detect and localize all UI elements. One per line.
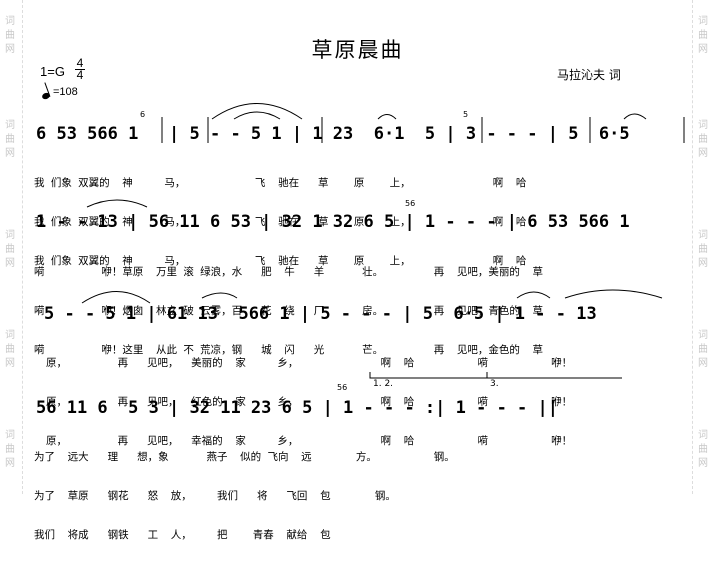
volta-label-2: 3. — [490, 379, 499, 389]
watermark-char: 网 — [698, 358, 708, 369]
notes-line-2: 1 - - 13 | 56 11 6 53 | 32 1 32 6 5 | 1 … — [36, 212, 630, 232]
watermark-char: 词 — [5, 430, 15, 441]
watermark-char: 网 — [698, 148, 708, 159]
slur — [377, 114, 397, 120]
grace-note-marker: 6 — [140, 110, 145, 119]
slur — [623, 113, 647, 120]
volta-bracket-2 — [486, 372, 622, 379]
watermark-char: 词 — [698, 120, 708, 131]
lyrics-line-3: 原， 再 见吧， 美丽的 家 乡， 啊 哈 嗬 咿！ 原， 再 见吧， 红色的 … — [46, 331, 572, 474]
lyrics-line-1: 我 们象 双翼的 神 马， 飞 驰在 草 原 上， 啊 哈 我 们象 双翼的 神… — [34, 151, 526, 294]
watermark-right: 词 曲 网 词 曲 网 词 曲 网 词 曲 网 词 曲 网 — [692, 0, 715, 494]
watermark-char: 网 — [698, 258, 708, 269]
slur — [201, 292, 238, 299]
lyric-verse-1: 为了 远大 理 想，象 燕子 似的 飞向 远 方。 钢。 — [34, 451, 455, 463]
watermark-char: 网 — [5, 148, 15, 159]
lyric-verse-1: 嗬 咿！草原 万里 滚 绿浪，水 肥 牛 羊 壮。 再 见吧，美丽的 草 — [34, 266, 544, 278]
grace-note-marker: 56 — [405, 199, 415, 208]
lyric-verse-1: 原， 再 见吧， 美丽的 家 乡， 啊 哈 嗬 咿！ — [46, 357, 573, 369]
slur — [81, 291, 151, 304]
slur — [564, 289, 663, 299]
lyric-verse-2: 我 们象 双翼的 神 马， 飞 驰在 草 原 上， 啊 哈 — [34, 216, 527, 228]
watermark-char: 曲 — [5, 444, 15, 455]
notes-line-4: 56 11 6 5 3 | 32 11 23 6 5 | 1 - - - :| … — [36, 398, 558, 418]
watermark-char: 网 — [698, 44, 708, 55]
slur — [86, 199, 148, 208]
volta-bracket-1 — [369, 372, 492, 379]
watermark-char: 曲 — [698, 244, 708, 255]
slur — [211, 103, 303, 120]
watermark-char: 网 — [5, 458, 15, 469]
lyric-verse-2: 原， 再 见吧， 红色的 家 乡， 啊 哈 嗬 咿！ — [46, 396, 573, 408]
watermark-char: 词 — [5, 230, 15, 241]
lyric-verse-3: 我 们象 双翼的 神 马， 飞 驰在 草 原 上， 啊 哈 — [34, 255, 527, 267]
lyric-verse-3: 我们 将成 钢铁 工 人， 把 青春 献给 包 — [34, 529, 331, 541]
watermark-char: 词 — [5, 330, 15, 341]
lyrics-line-2: 嗬 咿！草原 万里 滚 绿浪，水 肥 牛 羊 壮。 再 见吧，美丽的 草 嗬 咿… — [34, 240, 543, 383]
score-sheet: 草原晨曲 1=G 4 4 =108 马拉沁夫 词 6 53 566 1 | 5 … — [22, 0, 693, 541]
watermark-char: 网 — [5, 258, 15, 269]
watermark-char: 词 — [5, 16, 15, 27]
watermark-char: 词 — [698, 330, 708, 341]
watermark-char: 词 — [698, 430, 708, 441]
song-title: 草原晨曲 — [311, 38, 404, 62]
lyric-verse-3: 原， 再 见吧， 幸福的 家 乡， 啊 哈 嗬 咿！ — [46, 435, 573, 447]
watermark-char: 曲 — [5, 134, 15, 145]
watermark-char: 曲 — [5, 344, 15, 355]
time-top: 4 — [75, 56, 85, 70]
tempo-mark: =108 — [41, 82, 78, 101]
watermark-char: 曲 — [5, 30, 15, 41]
watermark-char: 词 — [698, 230, 708, 241]
volta-label-1: 1. 2. — [373, 379, 393, 389]
time-signature: 4 4 — [75, 56, 85, 82]
lyric-verse-1: 我 们象 双翼的 神 马， 飞 驰在 草 原 上， 啊 哈 — [34, 177, 527, 189]
slur — [516, 291, 551, 299]
lyricist: 马拉沁夫 词 — [557, 68, 621, 82]
key-signature: 1=G — [40, 64, 65, 79]
watermark-char: 词 — [5, 120, 15, 131]
lyric-verse-3: 嗬 咿！这里 从此 不 荒凉，钢 城 闪 光 芒。 再 见吧，金色的 草 — [34, 344, 544, 356]
score-marks: 6 5 56 56 1. 2. 3. — [81, 103, 685, 392]
watermark-char: 曲 — [698, 444, 708, 455]
lyric-verse-2: 嗬 咿！烟囱 林立 破 云雾，百 花 绕 厂 房。 再 见吧，青色的 草 — [34, 305, 544, 317]
watermark-char: 曲 — [698, 134, 708, 145]
watermark-char: 网 — [5, 358, 15, 369]
time-bottom: 4 — [76, 68, 84, 82]
tempo-value: =108 — [53, 86, 78, 98]
watermark-char: 网 — [5, 44, 15, 55]
watermark-char: 曲 — [5, 244, 15, 255]
grace-note-marker: 5 — [463, 110, 468, 119]
notes-line-3: 5 - - 5 1 | 61 13 566 1 | 5 - - - | 5 6·… — [44, 304, 597, 324]
grace-note-marker: 56 — [337, 383, 347, 392]
watermark-char: 词 — [698, 16, 708, 27]
watermark-char: 曲 — [698, 344, 708, 355]
watermark-char: 曲 — [698, 30, 708, 41]
notes-line-1: 6 53 566 1 | 5 - - 5 1 | 1 23 6·1 5 | 3 … — [36, 124, 630, 144]
watermark-left: 词 曲 网 词 曲 网 词 曲 网 词 曲 网 词 曲 网 — [0, 0, 23, 494]
slur — [233, 111, 281, 120]
watermark-char: 网 — [698, 458, 708, 469]
